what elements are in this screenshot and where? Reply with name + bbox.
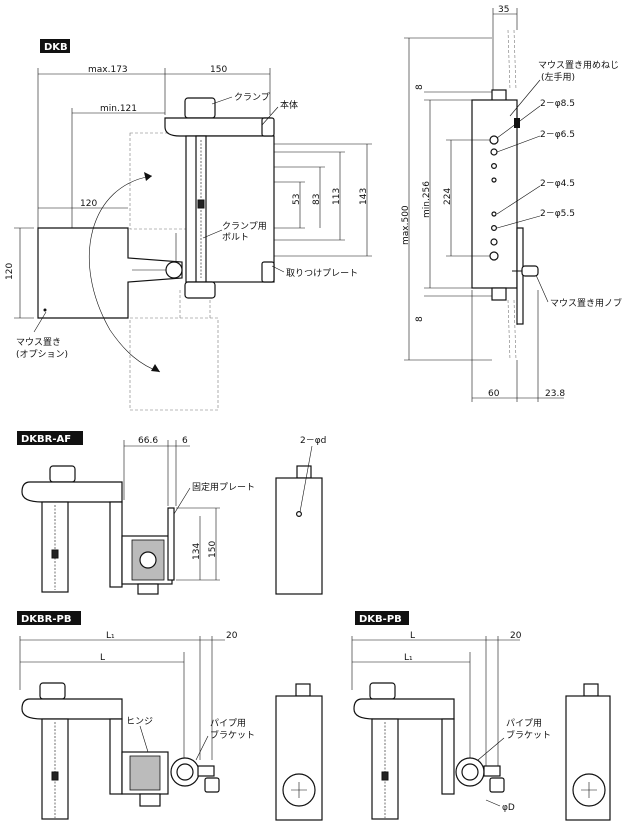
label-mouse-nut-2: (左手用) (541, 71, 575, 83)
af-fixing-plate (167, 507, 175, 581)
dim-hole-8-5: 2－φ8.5 (540, 99, 575, 109)
label-hinge: ヒンジ (126, 716, 153, 727)
dim-150-af: 150 (208, 541, 218, 558)
label-clamp-bolt-1: クランプ用 (222, 221, 267, 232)
label-body: 本体 (280, 99, 298, 111)
dkb-tag-bg (40, 39, 70, 53)
dim-8-bottom: 8 (415, 316, 425, 322)
label-mouse-nut-1: マウス置き用めねじ (538, 60, 619, 71)
label-mouse-pad-2: (オプション) (16, 349, 68, 360)
dim-phi-D: φD (502, 803, 515, 813)
dkbr-af-section: DKBR-AF 66.6 6 134 150 固定用プレート 2－φd (17, 431, 326, 595)
dim-113: 113 (332, 188, 342, 205)
dim-hole-5-5: 2－φ5.5 (540, 209, 575, 219)
dim-150: 150 (210, 65, 227, 75)
dkbr-af-tag-bg (17, 431, 83, 445)
dim-143: 143 (359, 188, 369, 205)
dkbr-pb-tag-bg (17, 611, 81, 625)
dkb-pb-tag: DKB-PB (359, 614, 402, 625)
label-pipe-bracket-2-dkb: ブラケット (506, 729, 551, 741)
label-mount-plate: 取りつけプレート (286, 268, 358, 279)
dim-20-dkbr: 20 (226, 631, 238, 641)
label-pipe-bracket-1-dkbr: パイプ用 (210, 718, 246, 729)
dim-max173: max.173 (88, 65, 128, 75)
mouse-bracket (516, 227, 524, 325)
side-clamp-bottom (491, 287, 507, 301)
dim-53: 53 (292, 194, 302, 205)
dim-hole-6-5: 2－φ6.5 (540, 130, 575, 140)
af-clamp-arm (21, 481, 123, 503)
label-fixing-plate: 固定用プレート (192, 481, 255, 493)
pb-clamp-arm (21, 698, 123, 720)
dim-hole-4-5: 2－φ4.5 (540, 179, 575, 189)
rotation-arc (89, 175, 161, 373)
dim-L-dkbr: L (100, 653, 105, 663)
dim-L1-dkbr: L₁ (106, 631, 115, 641)
label-mouse-knob: マウス置き用ノブ (550, 297, 622, 309)
dim-35: 35 (498, 5, 509, 15)
dim-134: 134 (192, 543, 202, 560)
dkb-section: DKB max.173 150 min.121 120 120 (5, 39, 372, 411)
af-side-body (275, 477, 323, 595)
clamp-arm (164, 117, 271, 137)
dkb-pb-tag-bg (355, 611, 409, 625)
dim-L-dkb: L (410, 631, 415, 641)
dim-6: 6 (182, 436, 188, 446)
dim-8-top: 8 (415, 84, 425, 90)
dim-120-horizontal: 120 (80, 199, 97, 209)
mouse-pad (37, 227, 183, 319)
dim-23-8: 23.8 (545, 389, 565, 399)
clamp-cap-bottom (184, 281, 216, 299)
mouse-knob (521, 265, 539, 277)
dim-66-6: 66.6 (138, 436, 158, 446)
dim-max500: max.500 (401, 205, 411, 245)
dkbr-pb-tag: DKBR-PB (21, 614, 71, 625)
dim-L1-dkb: L₁ (404, 653, 413, 663)
dim-60: 60 (488, 389, 500, 399)
dim-83: 83 (312, 194, 322, 205)
clamp-cap-top (184, 97, 216, 119)
label-clamp-bolt-2: ボルト (222, 232, 249, 243)
label-pipe-bracket-1-dkb: パイプ用 (506, 718, 542, 729)
dim-min121: min.121 (100, 104, 137, 114)
label-pipe-bracket-2-dkbr: ブラケット (210, 729, 255, 741)
dkbpb-clamp-arm (353, 698, 455, 720)
dim-min256: min.256 (422, 181, 432, 218)
dkbr-af-tag: DKBR-AF (21, 434, 71, 445)
label-clamp: クランプ (234, 92, 270, 103)
side-view: 35 max.500 min.256 8 8 (401, 5, 622, 402)
dim-120-vertical: 120 (5, 263, 15, 280)
dim-2-phi-d: 2－φd (300, 436, 326, 446)
dkbr-pb-section: DKBR-PB L₁ L 20 ヒンジ パイプ用 ブラケット (17, 611, 323, 821)
ghost-pad-top (129, 132, 189, 230)
dim-20-dkb: 20 (510, 631, 522, 641)
dim-224: 224 (443, 188, 453, 205)
dkb-pb-section: DKB-PB L L₁ 20 パイプ用 ブラケット φD (351, 611, 611, 821)
label-mouse-pad-1: マウス置き (16, 337, 61, 348)
dkb-tag: DKB (44, 42, 68, 53)
